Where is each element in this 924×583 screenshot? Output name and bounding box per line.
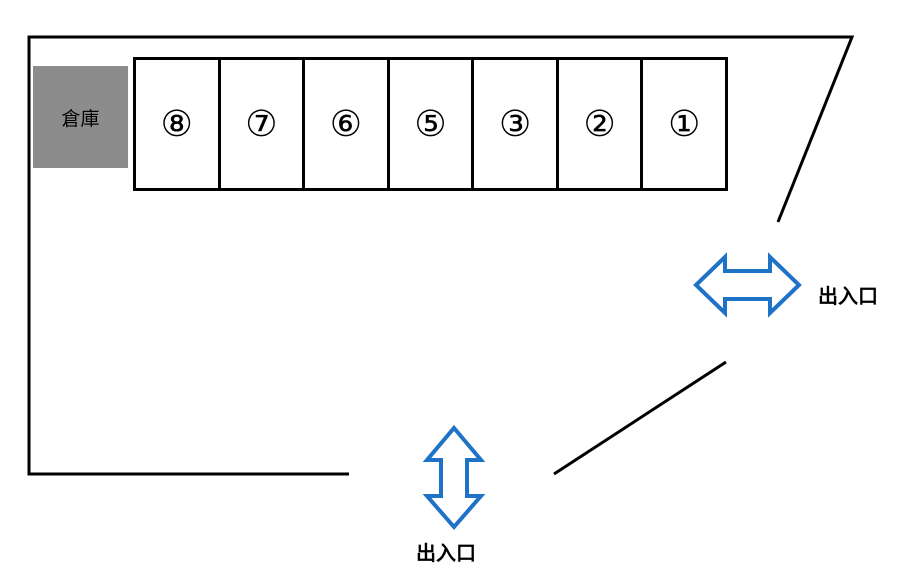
parking-slots: ⑧ ⑦ ⑥ ⑤ ③ ② ① xyxy=(133,57,728,191)
parking-slot: ⑤ xyxy=(386,60,472,188)
parking-slot: ⑥ xyxy=(302,60,387,188)
entrance-label-right: 出入口 xyxy=(818,284,878,308)
parking-slot: ② xyxy=(555,60,641,188)
warehouse-block: 倉庫 xyxy=(33,66,128,168)
boundary-line xyxy=(27,35,855,476)
parking-slot: ⑧ xyxy=(160,103,193,145)
double-arrow-vertical-icon xyxy=(422,424,486,531)
parking-slot: ① xyxy=(640,60,725,188)
boundary-diagonal xyxy=(553,360,727,476)
entrance-label-bottom: 出入口 xyxy=(416,541,476,565)
warehouse-label: 倉庫 xyxy=(61,107,100,130)
parking-slot: ⑦ xyxy=(217,60,303,188)
double-arrow-horizontal-icon xyxy=(693,252,802,318)
parking-slot: ③ xyxy=(471,60,556,188)
